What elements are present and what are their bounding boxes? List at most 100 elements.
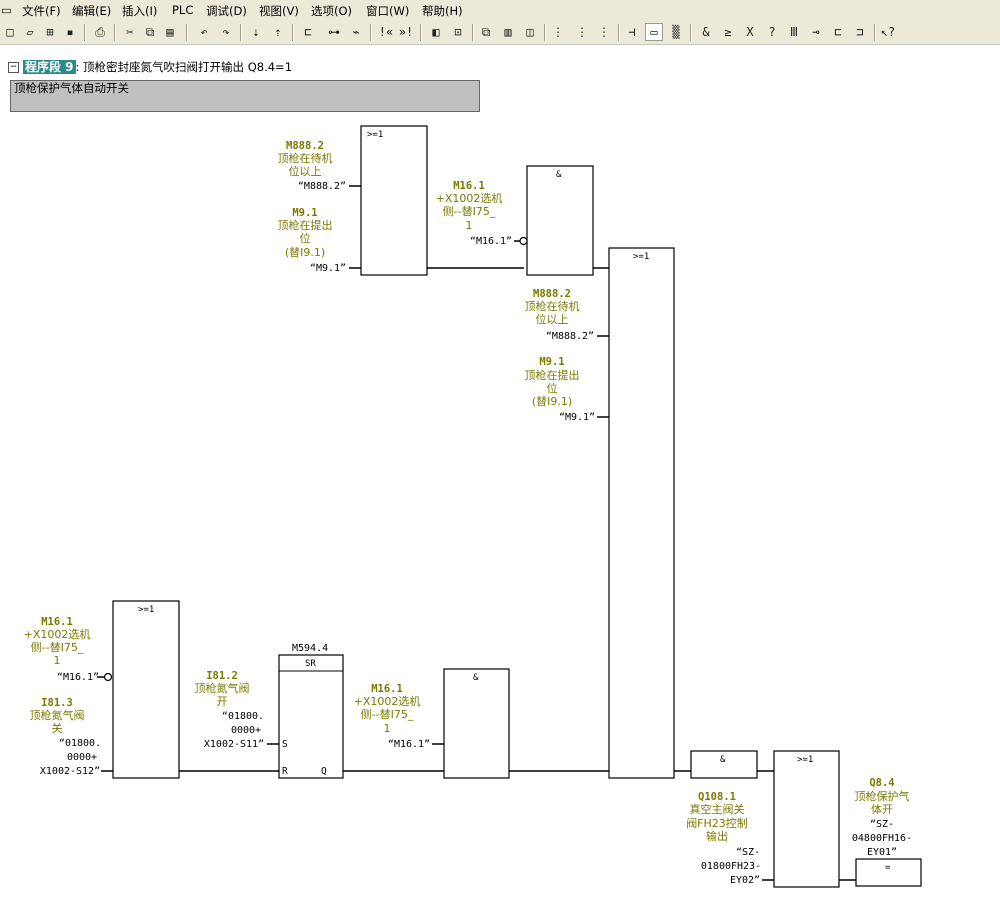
sr-reset-pin: R: [282, 766, 288, 777]
menu-file[interactable]: 文件(F): [22, 4, 61, 18]
help-cursor-icon[interactable]: ↖?: [880, 25, 896, 39]
svg-text:X1002-S11”: X1002-S11”: [204, 739, 264, 750]
operand-i81-3[interactable]: I81.3 顶枪氮气阀 关 “01800. 0000+ X1002-S12”: [30, 697, 102, 777]
and-block-bottom-label: &: [473, 673, 479, 683]
xor-icon[interactable]: X: [746, 25, 754, 39]
operand-m9-b[interactable]: M9.1 顶枪在提出 位 (替I9.1) “M9.1”: [525, 356, 596, 423]
sr-block[interactable]: [278, 654, 344, 779]
svg-text:顶枪保护气: 顶枪保护气: [855, 789, 910, 803]
svg-text:1: 1: [54, 654, 61, 667]
network-comment[interactable]: 顶枪保护气体自动开关: [10, 80, 480, 112]
menu-edit[interactable]: 编辑(E): [72, 4, 112, 18]
operand-m9-a[interactable]: M9.1 顶枪在提出 位 (替I9.1) “M9.1”: [278, 207, 347, 274]
save-icon[interactable]: ▪: [66, 25, 74, 39]
svg-text:1: 1: [466, 219, 473, 232]
svg-text:位以上: 位以上: [536, 312, 569, 326]
network-icon[interactable]: ⋮: [552, 25, 564, 39]
app-menu-icon[interactable]: ▭: [1, 3, 12, 17]
print-icon[interactable]: ⎙: [95, 25, 105, 39]
paste-icon[interactable]: ▤: [166, 25, 174, 39]
undo-icon[interactable]: ↶: [200, 25, 208, 39]
svg-text:位以上: 位以上: [289, 164, 322, 178]
ladder-icon[interactable]: ⧉: [481, 25, 491, 39]
svg-text:“M16.1”: “M16.1”: [470, 236, 512, 247]
operand-m888-a[interactable]: M888.2 顶枪在待机 位以上 “M888.2”: [278, 140, 347, 192]
set-icon[interactable]: ⊸: [812, 25, 820, 39]
or-block-top[interactable]: [360, 125, 428, 276]
network-title: −程序段 9: 顶枪密封座氮气吹扫阀打开输出 Q8.4=1: [8, 58, 292, 75]
stl-icon[interactable]: ▥: [504, 25, 512, 39]
menu-debug[interactable]: 调试(D): [206, 4, 247, 18]
menu-insert[interactable]: 插入(I): [122, 4, 158, 18]
and-block-top[interactable]: [526, 165, 594, 276]
collapse-toggle-icon[interactable]: −: [8, 62, 19, 73]
open-icon[interactable]: ▱: [26, 25, 34, 39]
operand-i81-2[interactable]: I81.2 顶枪氮气阀 开 “01800. 0000+ X1002-S11”: [195, 670, 265, 750]
svg-text:(替I9.1): (替I9.1): [285, 245, 325, 259]
menu-view[interactable]: 视图(V): [259, 4, 299, 18]
network-number[interactable]: 程序段 9: [23, 60, 76, 74]
overview-icon[interactable]: ◧: [432, 25, 440, 39]
menu-plc[interactable]: PLC: [172, 3, 194, 17]
cut-icon[interactable]: ✂: [126, 25, 134, 39]
menu-help[interactable]: 帮助(H): [422, 4, 463, 18]
output-coil[interactable]: [855, 858, 922, 887]
operand-m16-b[interactable]: M16.1 +X1002选机 侧--替I75_ 1 “M16.1”: [24, 616, 99, 683]
next-icon[interactable]: »!: [398, 25, 414, 39]
svg-text:侧--替I75_: 侧--替I75_: [443, 204, 496, 218]
menu-window[interactable]: 窗口(W): [366, 4, 410, 18]
or-block-bottom[interactable]: [112, 600, 180, 779]
svg-text:“M16.1”: “M16.1”: [388, 739, 430, 750]
sr-address[interactable]: M594.4: [292, 643, 328, 654]
svg-text:(替I9.1): (替I9.1): [532, 394, 572, 408]
operand-q108-1[interactable]: Q108.1 真空主阀关 阀FH23控制 输出 “SZ- 01800FH23- …: [686, 791, 761, 886]
accessible-nodes-icon[interactable]: ⊞: [46, 25, 54, 39]
insert-input-icon[interactable]: ?: [768, 25, 776, 39]
svg-text:I81.2: I81.2: [206, 670, 238, 682]
svg-text:M888.2: M888.2: [533, 288, 571, 300]
sr-set-pin: S: [282, 739, 288, 750]
operand-q8-4[interactable]: Q8.4 顶枪保护气 体开 “SZ- 04800FH16- EY01”: [852, 777, 912, 858]
network-title-text[interactable]: : 顶枪密封座氮气吹扫阀打开输出 Q8.4=1: [75, 60, 293, 74]
download-icon[interactable]: ⇣: [252, 25, 260, 39]
zoom-icon[interactable]: ⊡: [454, 25, 462, 39]
monitor-off-icon[interactable]: ⌁: [352, 25, 360, 39]
and-block-small-label: &: [720, 755, 726, 765]
or-block-final[interactable]: [773, 750, 840, 888]
svg-text:1: 1: [384, 722, 391, 735]
monitor-icon[interactable]: ⊏: [304, 25, 312, 39]
svg-text:I81.3: I81.3: [41, 697, 73, 709]
or-icon[interactable]: ≥: [724, 25, 732, 39]
or-block-big[interactable]: [608, 247, 675, 779]
redo-icon[interactable]: ↷: [222, 25, 230, 39]
and-block-small[interactable]: [690, 750, 758, 779]
box-icon[interactable]: ▭: [645, 23, 663, 41]
close-branch-icon[interactable]: ⋮: [598, 25, 610, 39]
and-block-bottom[interactable]: [443, 668, 510, 779]
prev-icon[interactable]: !«: [378, 25, 394, 39]
contact-icon[interactable]: ⊣: [628, 25, 636, 39]
svg-text:顶枪在待机: 顶枪在待机: [525, 299, 580, 313]
fbd-icon[interactable]: ◫: [526, 25, 534, 39]
new-icon[interactable]: □: [6, 25, 14, 39]
operand-m888-b[interactable]: M888.2 顶枪在待机 位以上 “M888.2”: [525, 288, 595, 342]
svg-text:X1002-S12”: X1002-S12”: [40, 766, 100, 777]
and-icon[interactable]: &: [702, 25, 710, 39]
svg-text:0000+: 0000+: [67, 752, 97, 763]
simulate-icon[interactable]: ⊶: [328, 25, 340, 39]
toolbar-separator: [472, 24, 474, 41]
svg-text:M9.1: M9.1: [292, 207, 317, 219]
reset-icon[interactable]: ⊏: [834, 25, 842, 39]
operand-m16-c[interactable]: M16.1 +X1002选机 侧--替I75_ 1 “M16.1”: [354, 683, 430, 750]
coil-icon[interactable]: ▒: [672, 25, 680, 39]
copy-icon[interactable]: ⧉: [145, 25, 155, 39]
branch-icon[interactable]: ⋮: [576, 25, 588, 39]
toolbar-separator: [420, 24, 422, 41]
assign-icon[interactable]: Ⅲ: [789, 25, 799, 39]
operand-m16-a[interactable]: M16.1 +X1002选机 侧--替I75_ 1 “M16.1”: [436, 180, 512, 247]
or-block-final-label: >=1: [797, 755, 813, 765]
upload-icon[interactable]: ⇡: [274, 25, 282, 39]
menu-options[interactable]: 选项(O): [311, 4, 353, 18]
svg-text:真空主阀关: 真空主阀关: [690, 802, 745, 816]
connector-icon[interactable]: ⊐: [856, 25, 864, 39]
